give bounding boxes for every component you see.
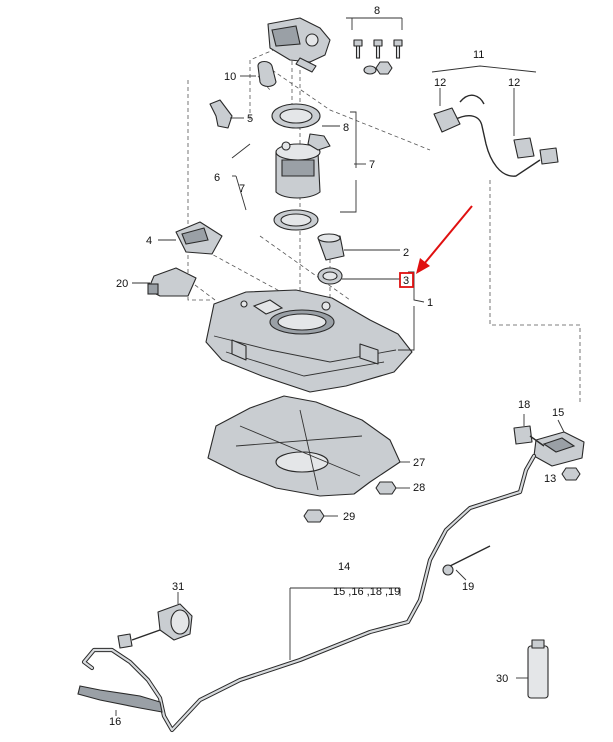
callout-8-ring: 8 bbox=[343, 122, 349, 134]
part-11-harness bbox=[431, 65, 559, 177]
part-8-locking-ring bbox=[271, 103, 340, 129]
callout-30: 30 bbox=[496, 673, 508, 685]
callout-10: 10 bbox=[224, 71, 236, 83]
callout-18: 18 bbox=[518, 399, 530, 411]
callout-3: 3 bbox=[403, 275, 409, 287]
callout-14-subparts: 15 ,16 ,18 ,19 bbox=[333, 586, 400, 598]
callout-8-top: 8 bbox=[374, 5, 380, 17]
part-7-seal-ring bbox=[273, 209, 319, 231]
callout-labels: 8 11 12 12 10 5 8 7 6 7 4 2 20 3 1 18 15… bbox=[109, 5, 564, 728]
valve-block bbox=[267, 17, 331, 73]
callout-20: 20 bbox=[116, 278, 128, 290]
part-5-elbow bbox=[209, 99, 244, 129]
callout-6: 6 bbox=[214, 172, 220, 184]
washer bbox=[363, 65, 377, 75]
callout-13: 13 bbox=[544, 473, 556, 485]
part-4-sensor-block bbox=[158, 221, 223, 255]
part-14-fuel-line bbox=[81, 453, 537, 733]
callout-2: 2 bbox=[403, 247, 409, 259]
part-31-connector bbox=[117, 592, 193, 649]
highlight-callout-3 bbox=[399, 205, 473, 288]
callout-4: 4 bbox=[146, 235, 152, 247]
part-30-bottle bbox=[516, 639, 549, 699]
callout-12-right: 12 bbox=[508, 77, 520, 89]
part-8-screws bbox=[353, 39, 403, 75]
part-19-clip bbox=[442, 545, 491, 581]
callout-19: 19 bbox=[462, 581, 474, 593]
highlight-arrow bbox=[423, 205, 473, 265]
arrow-head-icon bbox=[416, 258, 430, 274]
callout-7-right: 7 bbox=[369, 159, 375, 171]
screw bbox=[373, 39, 383, 59]
callout-29: 29 bbox=[343, 511, 355, 523]
callout-12-left: 12 bbox=[434, 77, 446, 89]
part-28-nut bbox=[375, 481, 410, 495]
callout-1: 1 bbox=[427, 297, 433, 309]
callout-11: 11 bbox=[473, 49, 484, 61]
screw bbox=[393, 39, 403, 59]
part-2-cap bbox=[317, 233, 400, 261]
part-16-guide-strip bbox=[77, 685, 163, 716]
screw bbox=[353, 39, 363, 59]
part-6-fuel-pump bbox=[275, 133, 331, 199]
part-3-gasket bbox=[317, 267, 400, 285]
part-1-fuel-tank bbox=[205, 289, 413, 393]
part-15-control-unit bbox=[513, 414, 585, 481]
part-29-nut bbox=[303, 509, 338, 523]
callout-15: 15 bbox=[552, 407, 564, 419]
highlight-box bbox=[399, 272, 414, 288]
callout-7-left: 7 bbox=[239, 183, 245, 195]
part-20-sensor bbox=[132, 267, 197, 297]
callout-28: 28 bbox=[413, 482, 425, 494]
part-27-tank-shield bbox=[207, 395, 410, 497]
grouping-brackets bbox=[231, 17, 425, 351]
callout-16: 16 bbox=[109, 716, 121, 728]
part-10-clip bbox=[240, 60, 277, 88]
callout-14: 14 bbox=[338, 561, 350, 573]
callout-31: 31 bbox=[172, 581, 184, 593]
callout-5: 5 bbox=[247, 113, 253, 125]
nut bbox=[375, 61, 393, 75]
callout-27: 27 bbox=[413, 457, 425, 469]
